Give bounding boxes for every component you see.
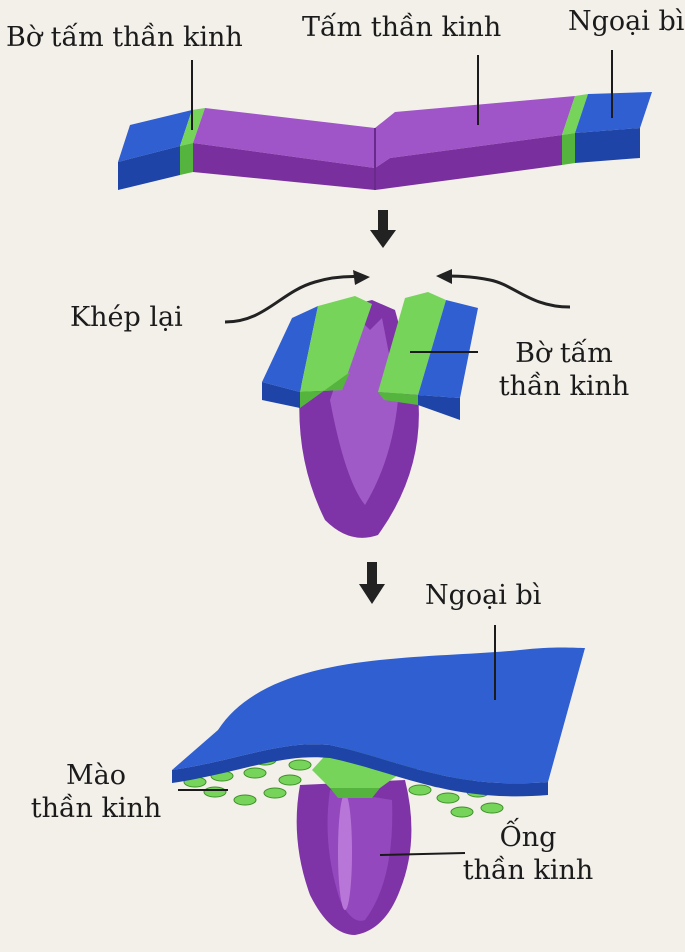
down-arrow-icon [370, 210, 396, 248]
stage-2-folding [262, 292, 478, 538]
down-arrow-icon [359, 562, 385, 604]
label-bottom-ectoderm: Ngoại bì [425, 580, 542, 611]
label-neural-tube: Ống thần kinh [448, 822, 608, 888]
stage-1-neural-plate [118, 92, 652, 190]
label-neural-tube-line-2: thần kinh [462, 854, 594, 886]
label-top-neural-border: Bờ tấm thần kinh [6, 22, 243, 53]
label-mid-neural-border: Bờ tấm thần kinh [484, 338, 644, 404]
close-arrow-left-icon [224, 275, 366, 324]
label-neural-plate: Tấm thần kinh [302, 12, 502, 43]
label-neural-crest: Mào thần kinh [22, 760, 170, 826]
label-close: Khép lại [70, 302, 183, 333]
label-neural-tube-line-1: Ống [499, 822, 557, 853]
close-arrow-right-icon [439, 274, 571, 309]
stage-3-neural-tube [172, 647, 585, 935]
label-neural-crest-line-1: Mào [66, 760, 126, 791]
label-neural-crest-line-2: thần kinh [30, 792, 162, 824]
leader-line [379, 852, 466, 856]
label-mid-neural-border-line-1: Bờ tấm [515, 338, 613, 369]
label-top-ectoderm: Ngoại bì [568, 6, 685, 37]
label-mid-neural-border-line-2: thần kinh [498, 370, 630, 402]
